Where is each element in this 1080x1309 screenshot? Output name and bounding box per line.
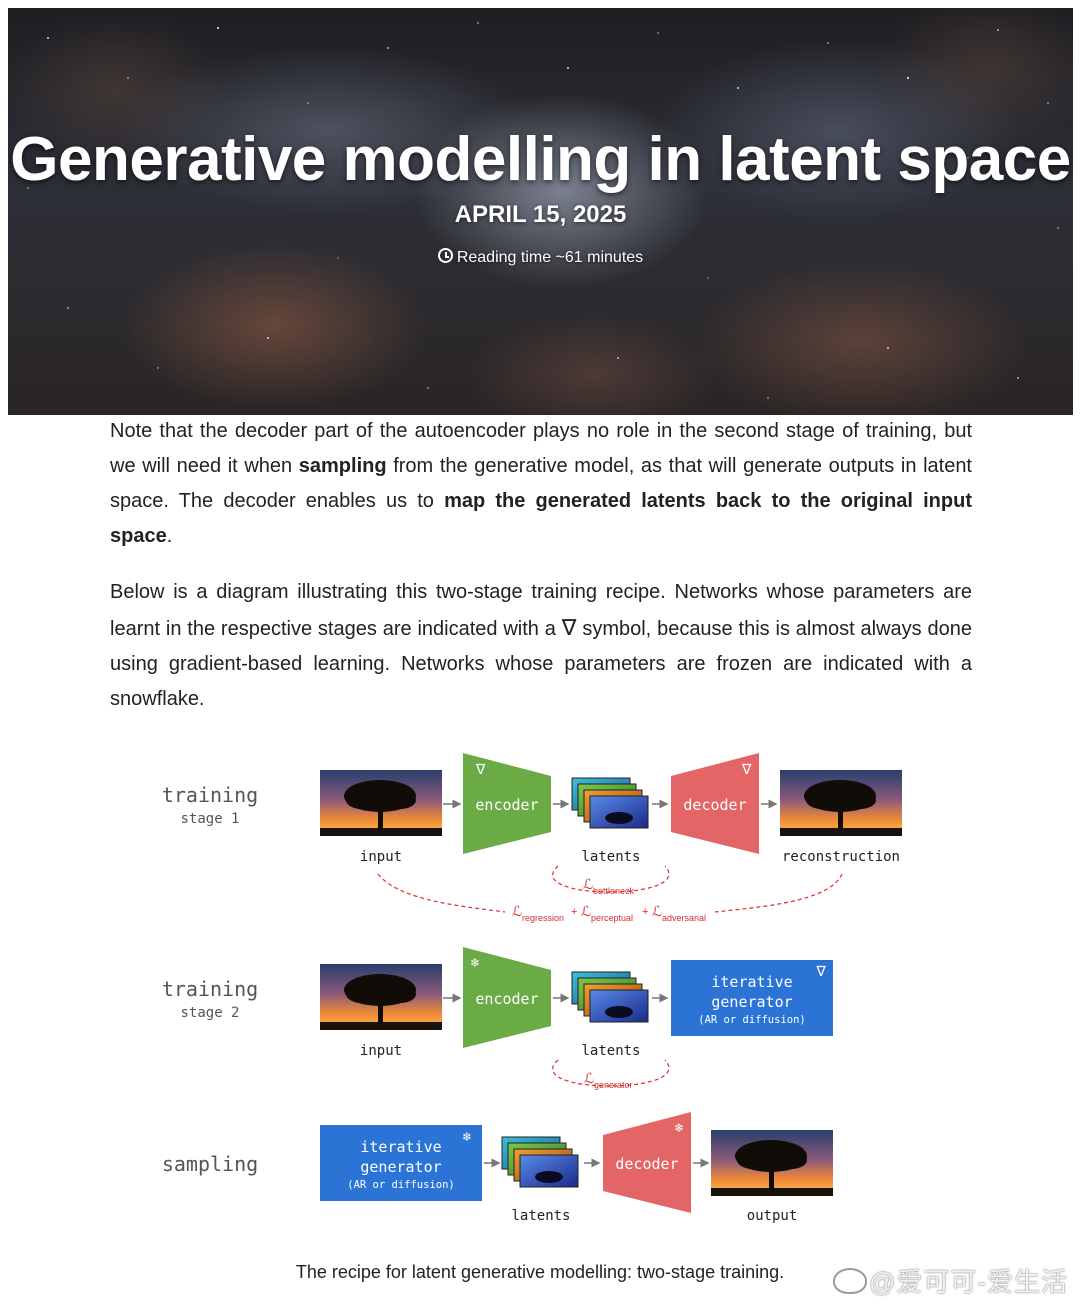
stage1-reconstruction-label: reconstruction (782, 849, 900, 865)
sampling-generator-label-3: (AR or diffusion) (347, 1179, 454, 1191)
stage1-latents (571, 777, 649, 829)
stage2-label: training (162, 977, 258, 1001)
generator-loss-curve (552, 1059, 670, 1087)
paragraph-diagram-intro: Below is a diagram illustrating this two… (110, 575, 972, 717)
sampling-decoder-block (603, 1112, 691, 1213)
text-span: Below is a diagram illustrating this two… (110, 581, 972, 640)
generator-loss-symbol: ℒ (584, 1070, 594, 1086)
stage1-reconstruction-image (780, 770, 902, 836)
sampling-decoder-label: decoder (615, 1155, 678, 1173)
stage2-generator-label-3: (AR or diffusion) (698, 1014, 805, 1026)
figure-caption: The recipe for latent generative modelli… (295, 1262, 785, 1282)
stage1-encoder-label: encoder (475, 796, 538, 814)
clock-icon (437, 248, 453, 263)
sampling-generator-label-1: iterative (360, 1138, 441, 1156)
sampling-output-image (711, 1130, 833, 1196)
bottleneck-loss-symbol: ℒ (583, 876, 593, 892)
bottleneck-loss-label: bottleneck (593, 886, 635, 896)
stage2-generator-label-1: iterative (711, 973, 792, 991)
perceptual-loss-label: perceptual (591, 913, 633, 923)
weibo-icon (832, 1268, 867, 1294)
nebula-stars (27, 22, 1059, 399)
sampling-latents (501, 1136, 579, 1188)
sampling-output-label: output (747, 1208, 798, 1224)
regression-loss-label: regression (522, 913, 564, 923)
stage1-input-label: input (360, 849, 402, 865)
watermark-text: @爱可可-爱生活 (868, 1267, 1068, 1297)
stage2-input-label: input (360, 1043, 402, 1059)
sampling-latents-label: latents (511, 1208, 570, 1224)
stage2-encoder-block (463, 947, 551, 1048)
generator-loss-label: generator (594, 1080, 633, 1090)
stage1-input-image (320, 770, 442, 836)
stage2-latents-label: latents (581, 1043, 640, 1059)
stage1-encoder-nabla-icon: ∇ (475, 761, 486, 777)
plus-sign: + (642, 906, 648, 918)
bold-map-latents: map the generated latents back to the or… (110, 490, 972, 547)
reading-time: Reading time ~61 minutes (8, 248, 1073, 267)
stage2-input-image (320, 964, 442, 1030)
page-title: Generative modelling in latent space (10, 125, 1071, 194)
post-date: APRIL 15, 2025 (454, 201, 627, 228)
stage1-decoder-label: decoder (683, 796, 746, 814)
stage2-generator-block (671, 960, 833, 1036)
adversarial-loss-curve-right (714, 873, 843, 913)
text-span: Note that the decoder part of the autoen… (110, 420, 972, 477)
perceptual-loss-symbol: ℒ (581, 903, 591, 919)
stage2-generator-label-2: generator (711, 993, 792, 1011)
stage1-label: training (162, 783, 258, 807)
adversarial-loss-label: adversarial (662, 913, 706, 923)
sampling-generator-label-2: generator (360, 1158, 441, 1176)
stage1-decoder-block (671, 753, 759, 854)
text-span: . (166, 525, 173, 547)
two-stage-diagram: training stage 1 input ∇ encoder latents… (162, 753, 902, 1224)
stage2-encoder-label: encoder (475, 990, 538, 1008)
sampling-generator-snowflake-icon: ❄ (462, 1130, 472, 1144)
stage2-encoder-snowflake-icon: ❄ (470, 956, 480, 970)
text-span: from the generative model, as that will … (110, 455, 972, 512)
bottleneck-loss-curve (552, 865, 670, 893)
sampling-label: sampling (162, 1152, 258, 1176)
stage1-decoder-nabla-icon: ∇ (741, 761, 752, 777)
paragraph-decoder-note: Note that the decoder part of the autoen… (110, 414, 972, 554)
watermark: @爱可可-爱生活 (832, 1262, 1068, 1299)
stage1-sublabel: stage 1 (180, 811, 239, 827)
stage1-encoder-block (463, 753, 551, 854)
stage2-latents (571, 971, 649, 1023)
plus-sign: + (571, 906, 577, 918)
reading-time-text: Reading time ~61 minutes (456, 249, 644, 266)
text-span: symbol, because this is almost always do… (110, 618, 973, 710)
adversarial-loss-symbol: ℒ (652, 903, 662, 919)
regression-loss-symbol: ℒ (512, 903, 522, 919)
stage1-latents-label: latents (581, 849, 640, 865)
sampling-decoder-snowflake-icon: ❄ (674, 1121, 684, 1135)
sampling-generator-block (320, 1125, 482, 1201)
nabla-symbol: ∇ (561, 615, 577, 640)
bold-sampling: sampling (298, 455, 387, 477)
regression-loss-curve-left (377, 873, 506, 913)
hero-banner: Generative modelling in latent space APR… (8, 8, 1073, 415)
stage2-sublabel: stage 2 (180, 1005, 239, 1021)
stage2-generator-nabla-icon: ∇ (815, 963, 826, 979)
